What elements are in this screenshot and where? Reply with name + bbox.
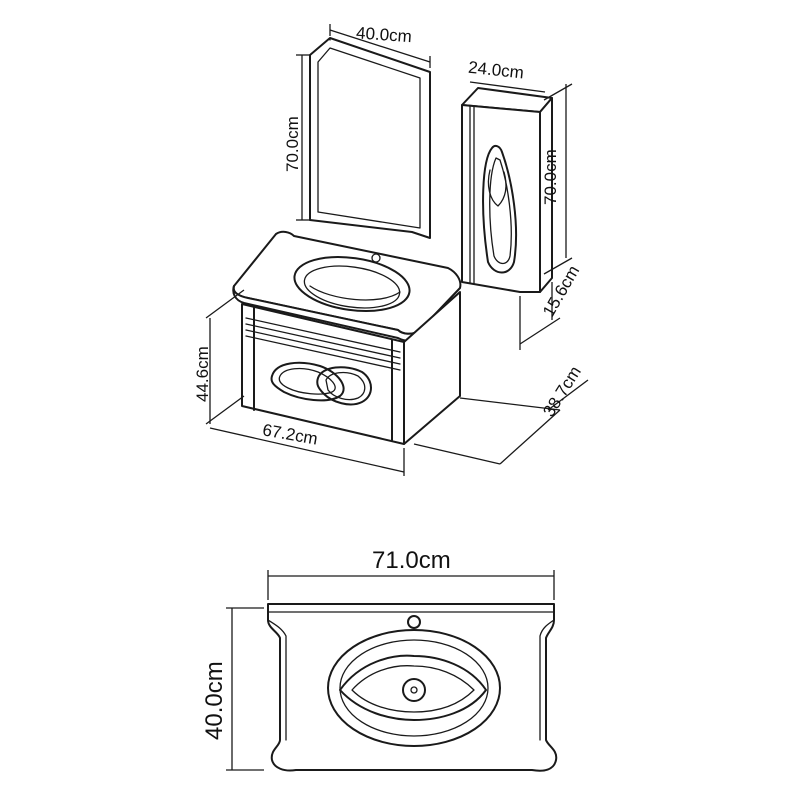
top-depth-dimension: 40.0cm <box>201 607 264 771</box>
cabinet-height-dimension: 70.0cm <box>541 83 573 275</box>
cabinet-height-label: 70.0cm <box>541 149 560 205</box>
top-width-label: 71.0cm <box>372 547 451 574</box>
vanity-depth-label: 38.7cm <box>539 363 585 420</box>
vanity-height-label: 44.6cm <box>193 346 212 402</box>
cabinet-width-dimension: 24.0cm <box>467 58 546 93</box>
vanity-height-dimension: 44.6cm <box>193 289 245 425</box>
mirror-height-dimension: 70.0cm <box>283 54 310 221</box>
mirror-width-dimension: 40.0cm <box>329 23 431 68</box>
vanity-width-label: 67.2cm <box>261 420 319 448</box>
mirror-height-label: 70.0cm <box>283 116 302 172</box>
vanity-unit <box>232 230 462 445</box>
cabinet-width-label: 24.0cm <box>467 58 524 83</box>
countertop-top-view <box>267 603 558 772</box>
top-depth-label: 40.0cm <box>201 661 228 740</box>
mirror <box>309 37 431 239</box>
top-width-dimension: 71.0cm <box>267 547 555 600</box>
mirror-width-label: 40.0cm <box>356 23 413 46</box>
wall-cabinet <box>461 87 553 293</box>
